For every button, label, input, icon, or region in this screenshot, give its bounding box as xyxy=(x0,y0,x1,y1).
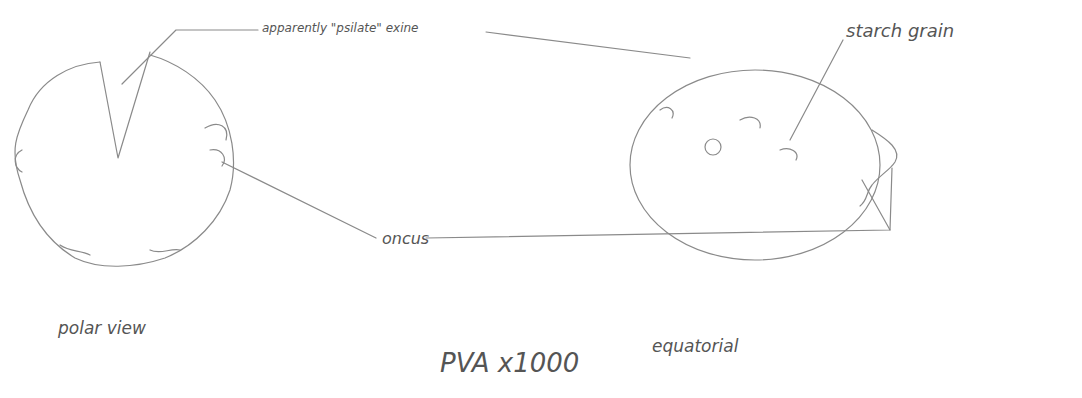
callout-label: apparently "psilate" exine xyxy=(262,21,418,35)
leader-line xyxy=(890,168,892,230)
leader-line xyxy=(790,40,843,140)
leader-line xyxy=(426,180,890,238)
view-label: polar view xyxy=(58,318,146,338)
equatorial-texture xyxy=(660,108,797,160)
callout-label: starch grain xyxy=(846,20,954,41)
polar-grain-outline xyxy=(15,55,234,266)
stain-magnification-label: PVA x1000 xyxy=(440,348,579,378)
equatorial-grain-outline xyxy=(630,70,880,260)
polar-notch xyxy=(100,52,150,158)
view-label: equatorial xyxy=(652,336,738,356)
aperture-pore xyxy=(705,139,721,155)
callout-label: oncus xyxy=(382,229,429,248)
leader-line xyxy=(122,30,258,84)
leader-line xyxy=(486,32,690,58)
polar-texture xyxy=(15,150,180,255)
leader-line xyxy=(222,162,376,238)
polar-oncus xyxy=(205,124,227,166)
